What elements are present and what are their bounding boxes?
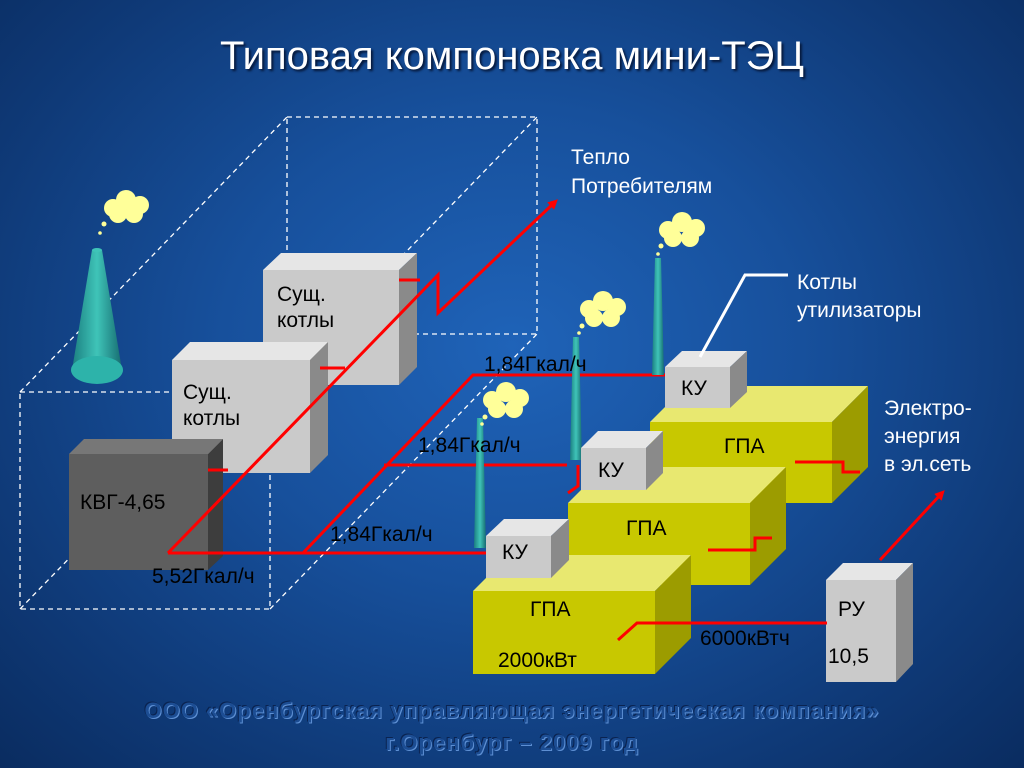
electricity-label-2: энергия bbox=[884, 425, 961, 448]
existing-boilers-mid-label-2: котлы bbox=[183, 407, 241, 430]
kvg-boiler-box bbox=[69, 439, 223, 570]
gpa-unit-2-label: ГПА bbox=[626, 517, 667, 540]
electricity-label-3: в эл.сеть bbox=[884, 453, 972, 476]
recovery-boiler-1-label: КУ bbox=[502, 541, 528, 564]
heat-total-label: 5,52Гкал/ч bbox=[152, 565, 255, 588]
heat-flow-label-2: 1,84Гкал/ч bbox=[418, 434, 521, 457]
recovery-boiler-2 bbox=[581, 431, 663, 490]
heat-consumers-label-1: Тепло bbox=[571, 146, 630, 169]
footer-city-year: г.Оренбург – 2009 год bbox=[385, 730, 639, 755]
switchgear-label: РУ bbox=[838, 598, 865, 621]
smoke-cloud-icon bbox=[577, 291, 626, 335]
kvg-boiler-label: КВГ-4,65 bbox=[80, 491, 166, 514]
gpa-unit-1-label: ГПА bbox=[530, 598, 571, 621]
recovery-boiler-3 bbox=[665, 351, 747, 408]
smoke-cloud-icon bbox=[656, 212, 705, 256]
recovery-boilers-label-1: Котлы bbox=[797, 271, 857, 294]
footer-company: ООО «Оренбургская управляющая энергетиче… bbox=[144, 698, 880, 723]
recovery-boilers-label-2: утилизаторы bbox=[797, 299, 922, 322]
heat-consumers-label-2: Потребителям bbox=[571, 175, 713, 198]
electricity-label-1: Электро- bbox=[884, 397, 972, 420]
slide-title: Типовая компоновка мини-ТЭЦ bbox=[219, 34, 805, 78]
existing-boilers-top-label-2: котлы bbox=[277, 309, 335, 332]
recovery-boiler-2-label: КУ bbox=[598, 459, 624, 482]
energy-total-label: 6000кВтч bbox=[700, 627, 790, 650]
heat-flow-label-1: 1,84Гкал/ч bbox=[330, 523, 433, 546]
heat-flow-lines bbox=[166, 199, 665, 555]
power-flow-lines bbox=[616, 460, 945, 642]
gpa-power-label: 2000кВт bbox=[498, 649, 577, 672]
smoke-cloud-icon bbox=[480, 382, 529, 426]
switchgear-voltage-label: 10,5 bbox=[828, 645, 869, 668]
boiler-chimney bbox=[71, 248, 123, 384]
recovery-boiler-1 bbox=[486, 519, 569, 578]
existing-boilers-top-label-1: Сущ. bbox=[277, 283, 326, 306]
recovery-boiler-3-label: КУ bbox=[681, 377, 707, 400]
gpa-unit-3-label: ГПА bbox=[724, 435, 765, 458]
gpa-chimney-1 bbox=[474, 418, 486, 548]
smoke-cloud-icon bbox=[98, 190, 149, 235]
heat-flow-label-3: 1,84Гкал/ч bbox=[484, 353, 587, 376]
gpa-chimney-3 bbox=[652, 258, 664, 375]
callout-line bbox=[698, 273, 788, 358]
existing-boilers-mid-label-1: Сущ. bbox=[183, 381, 232, 404]
gpa-chimney-2 bbox=[570, 337, 582, 460]
switchgear-box bbox=[826, 563, 913, 682]
